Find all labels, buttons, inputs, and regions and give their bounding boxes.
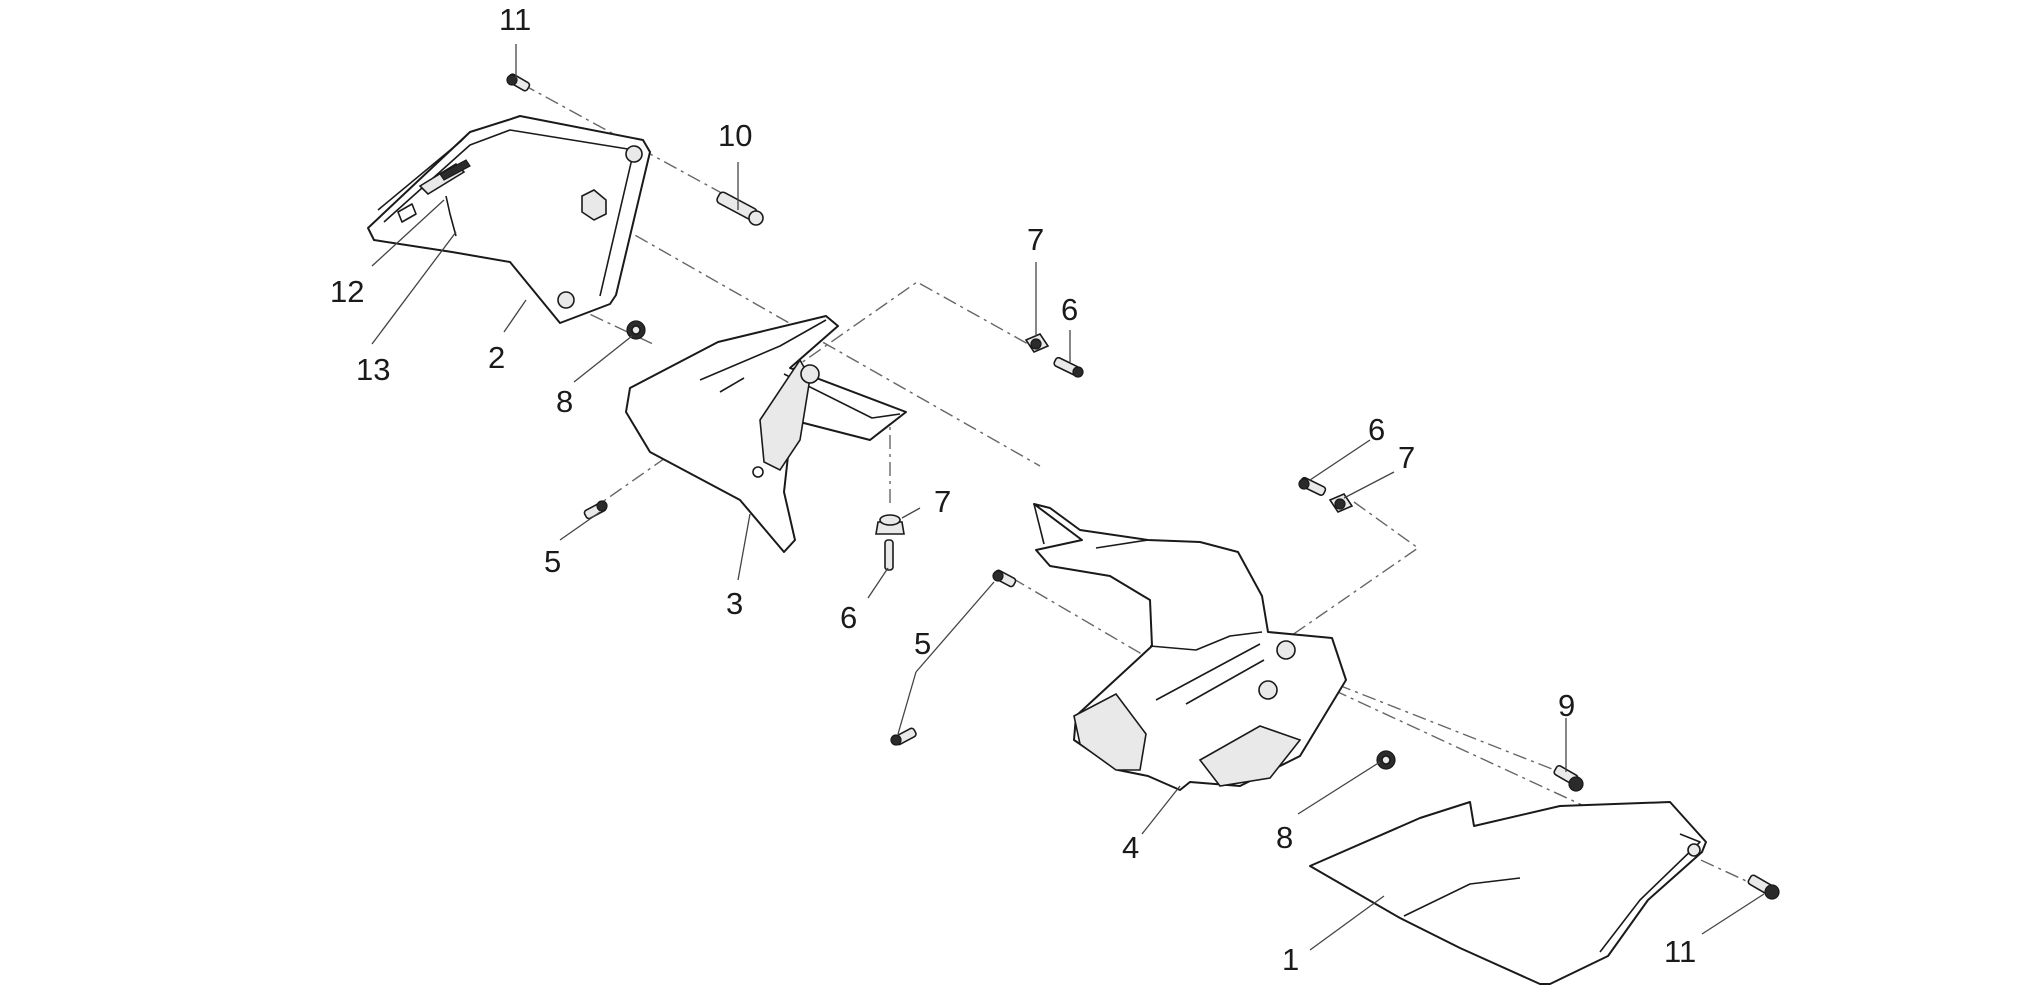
callout-7-upper: 7: [1027, 222, 1044, 257]
callout-3: 3: [726, 586, 743, 621]
screw-5-lower: [890, 727, 917, 746]
leader-lines: [371, 44, 1765, 951]
callout-2: 2: [488, 340, 505, 375]
callout-6-right: 6: [1368, 412, 1385, 447]
grommet-8-lower: [1376, 750, 1396, 770]
callout-5-left: 5: [544, 544, 561, 579]
screw-11-bottom: [1747, 874, 1780, 900]
callout-1: 1: [1282, 942, 1299, 977]
fastener-7-6-upper: [1024, 333, 1084, 378]
callout-6-center: 6: [840, 600, 857, 635]
callout-4: 4: [1122, 830, 1139, 865]
callout-5-center: 5: [914, 626, 931, 661]
screw-5-upper: [992, 569, 1017, 588]
grommet-8-top: [626, 320, 646, 340]
callout-7-right: 7: [1398, 440, 1415, 475]
screw-5-left: [583, 500, 608, 520]
callout-8-top: 8: [556, 384, 573, 419]
screw-11-top: [506, 73, 531, 92]
callout-6-upper: 6: [1061, 292, 1078, 327]
callout-7-center: 7: [934, 484, 951, 519]
callout-9: 9: [1558, 688, 1575, 723]
fastener-6-7-right: [1298, 476, 1354, 513]
part-1-side-panel: [1309, 801, 1707, 985]
callout-labels: 11 10 12 13 2 8 7 6 5 3 7 6 6 7 5 4 9 8 …: [330, 2, 1696, 977]
callout-12: 12: [330, 274, 364, 309]
part-3-bracket: [625, 315, 907, 553]
callout-13: 13: [356, 352, 390, 387]
spacer-10: [716, 191, 764, 226]
callout-11-top: 11: [499, 2, 531, 37]
callout-10: 10: [718, 118, 752, 153]
callout-8-lower: 8: [1276, 820, 1293, 855]
fastener-7-6-center: [875, 514, 905, 571]
part-2-upper-cover: [367, 115, 651, 324]
screw-9: [1553, 764, 1584, 792]
callout-11-bottom: 11: [1664, 934, 1696, 969]
part-4-duct: [1033, 503, 1347, 791]
